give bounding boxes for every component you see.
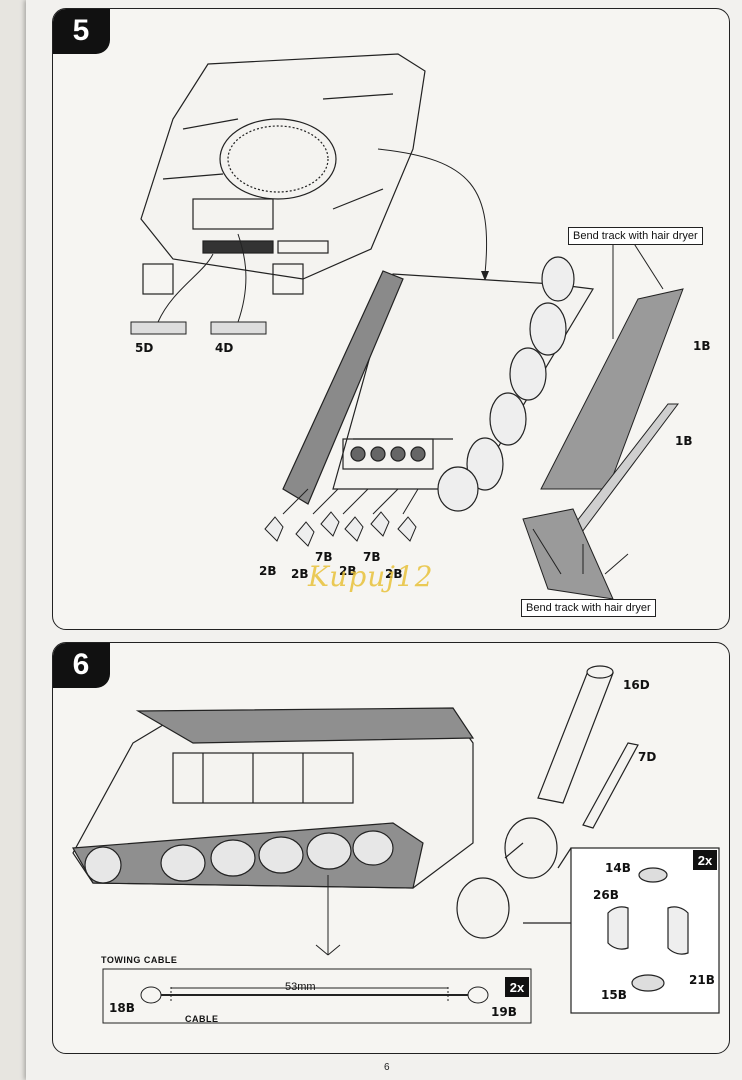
part-18b: 18B (109, 1001, 135, 1015)
part-14b: 14B (605, 861, 631, 875)
page-number: 6 (384, 1062, 390, 1073)
part-2b-1: 2B (259, 564, 277, 578)
part-7b-1: 7B (315, 550, 333, 564)
step-5-panel: 5 (52, 8, 730, 630)
part-21b: 21B (689, 973, 715, 987)
step-6-badge: 6 (53, 643, 110, 688)
towing-cable-section (102, 875, 532, 1024)
cable-label: Cable (185, 1014, 219, 1024)
hull-bottom-plate (140, 53, 426, 295)
tank-lower-hull (72, 707, 475, 889)
part-2b-4: 2B (385, 567, 403, 581)
part-26b: 26B (593, 888, 619, 902)
cable-length: 53mm (285, 981, 316, 993)
small-grille-parts (130, 233, 267, 335)
assembly-arrow (377, 148, 488, 275)
muffler-inset (523, 847, 720, 1014)
part-4d: 4D (215, 341, 234, 355)
towing-cable-title: Towing cable (101, 955, 178, 965)
part-7b-2: 7B (363, 550, 381, 564)
part-19b: 19B (491, 1005, 517, 1019)
part-15b: 15B (601, 988, 627, 1002)
note-bend-track-top: Bend track with hair dryer (568, 227, 703, 245)
step-6-drawing (72, 665, 720, 1024)
part-1b-b: 1B (675, 434, 693, 448)
part-2b-2: 2B (291, 567, 309, 581)
track-links-right (522, 288, 684, 600)
note-bend-track-bottom: Bend track with hair dryer (521, 599, 656, 617)
cable-quantity-badge: 2x (505, 977, 529, 997)
part-5d: 5D (135, 341, 154, 355)
part-7d: 7D (638, 750, 657, 764)
inset-quantity-badge: 2x (693, 850, 717, 870)
part-1b-a: 1B (693, 339, 711, 353)
step-5-drawing (130, 53, 684, 600)
suspension-arms (264, 488, 419, 547)
part-2b-3: 2B (339, 564, 357, 578)
watermark-text: Kupuj12 (308, 560, 434, 593)
part-16d: 16D (623, 678, 650, 692)
exhaust-pipe (537, 665, 639, 829)
step-6-panel: 6 (52, 642, 730, 1054)
step-5-badge: 5 (53, 9, 110, 54)
muffler-drums (456, 817, 558, 939)
road-wheels (437, 256, 575, 512)
